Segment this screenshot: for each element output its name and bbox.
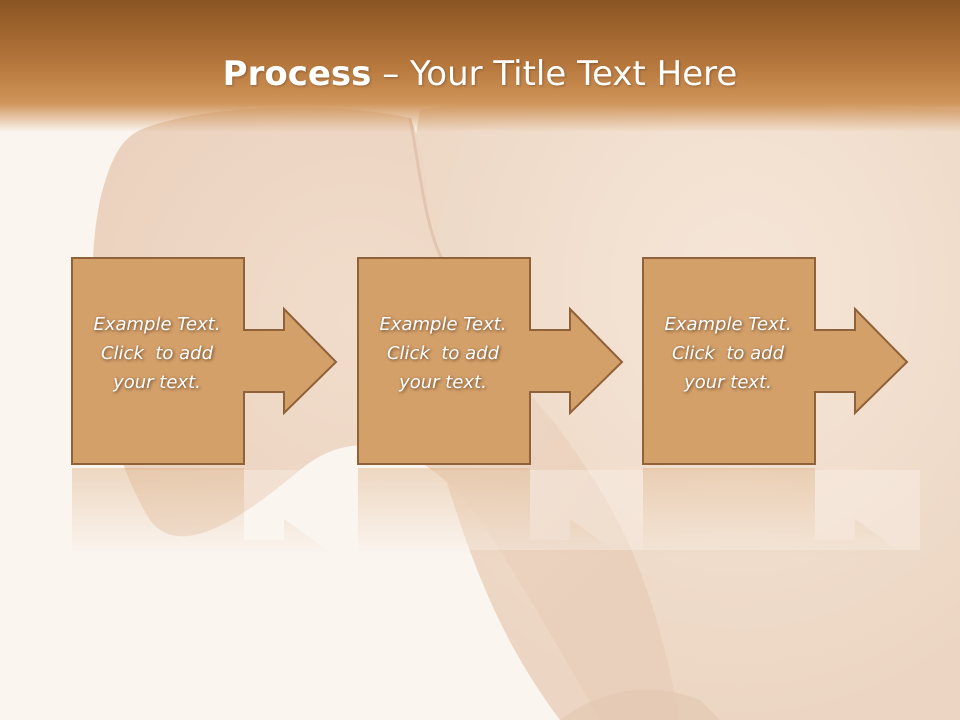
step-arrow-shape (357, 257, 624, 465)
title-bold: Process (222, 54, 372, 94)
step-arrow-reflection (358, 468, 622, 556)
step-text-line3: your text. (399, 372, 487, 393)
step-text-line2: Click to add (100, 343, 213, 364)
step-text-line2: Click to add (386, 343, 499, 364)
step-text-line2: Click to add (671, 343, 784, 364)
step-arrow-shape (642, 257, 909, 465)
step-text-line1: Example Text. (664, 314, 792, 335)
title-separator: – (371, 54, 411, 94)
slide-title[interactable]: Process – Your Title Text Here (0, 52, 960, 96)
process-step-3[interactable]: Example Text. Click to add your text. (641, 256, 911, 556)
process-step-1[interactable]: Example Text. Click to add your text. (70, 256, 340, 556)
step-arrow-reflection (643, 468, 907, 556)
title-bar (0, 0, 960, 132)
step-text-line1: Example Text. (93, 314, 221, 335)
step-text[interactable]: Example Text. Click to add your text. (72, 310, 242, 397)
process-step-2[interactable]: Example Text. Click to add your text. (356, 256, 626, 556)
step-text-line3: your text. (113, 372, 201, 393)
step-arrow-shape (71, 257, 338, 465)
step-text-line3: your text. (684, 372, 772, 393)
step-text-line1: Example Text. (379, 314, 507, 335)
title-rest: Your Title Text Here (410, 54, 738, 94)
step-text[interactable]: Example Text. Click to add your text. (358, 310, 528, 397)
step-arrow-reflection (72, 468, 336, 556)
step-text[interactable]: Example Text. Click to add your text. (643, 310, 813, 397)
